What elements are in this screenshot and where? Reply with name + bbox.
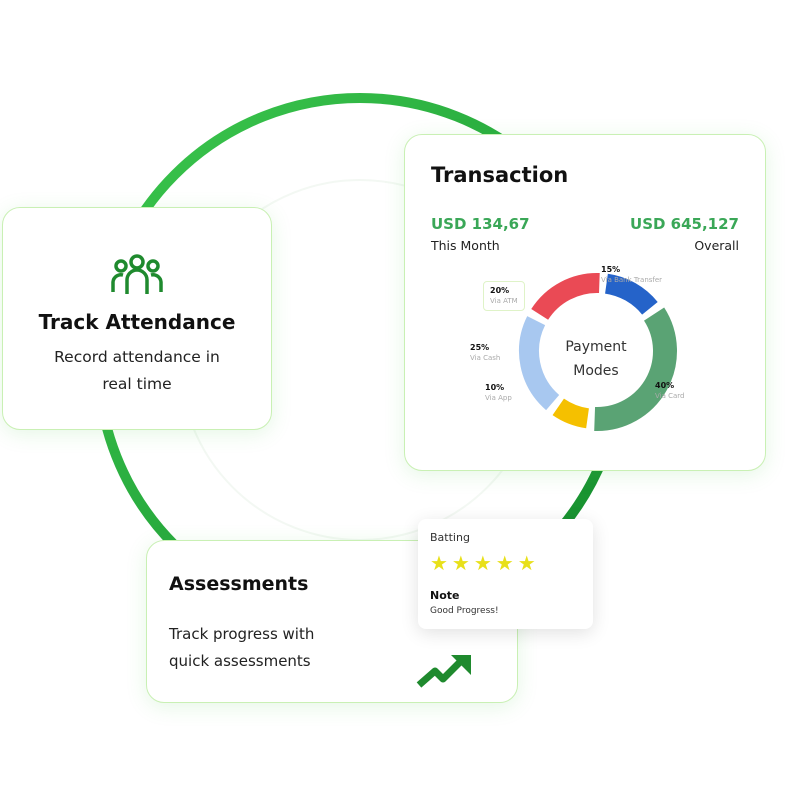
mode-label: 20%Via ATM bbox=[483, 281, 525, 311]
donut-segment-via-app bbox=[552, 398, 590, 429]
transaction-title: Transaction bbox=[431, 163, 569, 187]
payment-modes-chart bbox=[519, 273, 677, 431]
donut-segment-via-cash bbox=[519, 316, 560, 411]
assessments-title: Assessments bbox=[169, 573, 309, 595]
group-icon bbox=[111, 254, 163, 294]
donut-center-1: Payment bbox=[565, 339, 627, 355]
month-label: This Month bbox=[431, 238, 500, 253]
assessments-desc: Track progress with bbox=[169, 625, 315, 643]
overall-amount: USD 645,127 bbox=[630, 215, 739, 233]
mode-label: 15%Via Bank Transfer bbox=[601, 265, 663, 284]
donut-center-2: Modes bbox=[573, 363, 619, 379]
overall-label: Overall bbox=[694, 238, 739, 253]
star-rating: ★★★★★ bbox=[430, 551, 540, 575]
assessments-desc-2: quick assessments bbox=[169, 652, 311, 670]
donut-segment-via-atm bbox=[531, 273, 600, 321]
mode-label: 10%Via App bbox=[485, 383, 512, 402]
attendance-desc-2: real time bbox=[102, 375, 172, 393]
mode-label: 25%Via Cash bbox=[470, 343, 501, 362]
month-amount: USD 134,67 bbox=[431, 215, 530, 233]
note-text: Good Progress! bbox=[430, 606, 499, 616]
donut-segment-via-card bbox=[594, 307, 677, 431]
trend-up-icon bbox=[416, 655, 471, 688]
rating-title: Batting bbox=[430, 531, 470, 544]
mode-label: 40%Via Card bbox=[655, 381, 685, 400]
track-attendance-card: Track Attendance Record attendance in rea… bbox=[2, 207, 272, 430]
attendance-title: Track Attendance bbox=[38, 310, 236, 334]
transaction-card: Transaction USD 134,67 This Month USD 64… bbox=[404, 134, 766, 471]
note-title: Note bbox=[430, 589, 460, 602]
attendance-desc: Record attendance in bbox=[54, 348, 220, 366]
donut-segment-via-bank-transfer bbox=[604, 273, 658, 315]
rating-card: Batting ★★★★★ Note Good Progress! bbox=[418, 519, 593, 629]
